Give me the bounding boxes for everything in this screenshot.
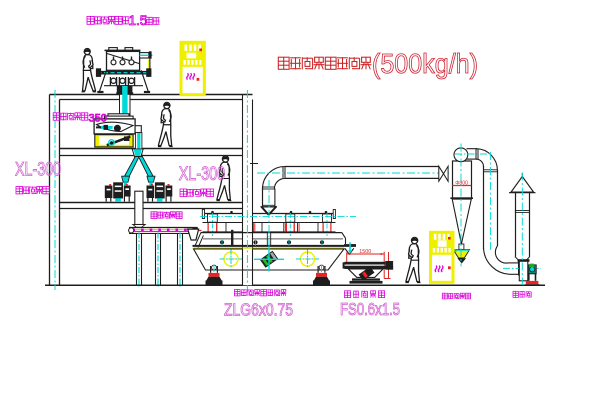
svg-text:XL-300: XL-300 [15,159,61,181]
svg-text:(500kg/h): (500kg/h) [372,48,478,79]
svg-text:350: 350 [89,112,107,124]
svg-text:Φ800: Φ800 [455,180,468,186]
svg-text:FS0.6x1.5: FS0.6x1.5 [340,299,400,319]
svg-text:ZLG6x0.75: ZLG6x0.75 [224,300,293,320]
svg-text:XL-300: XL-300 [179,163,226,185]
svg-text:1500: 1500 [359,249,371,255]
svg-text:1.5: 1.5 [129,13,148,28]
